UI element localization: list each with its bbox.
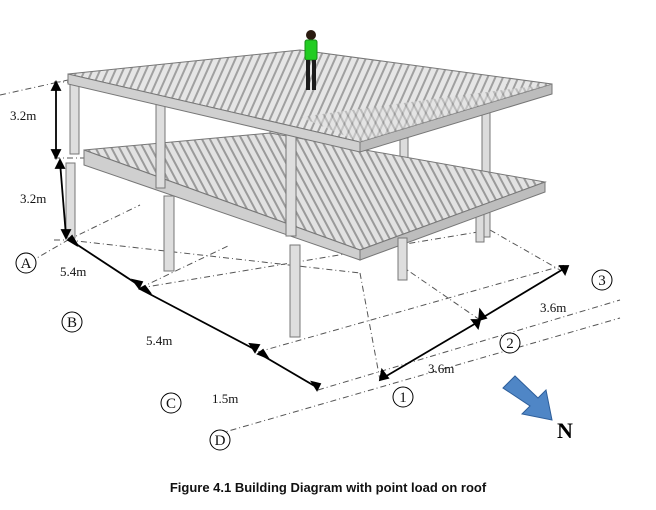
dim-bay-cd: 1.5m xyxy=(212,391,238,406)
grid-bubble-3: 3 xyxy=(591,269,613,291)
north-label: N xyxy=(557,418,573,443)
dim-bay-23: 3.6m xyxy=(540,300,566,315)
svg-text:2: 2 xyxy=(506,336,514,352)
grid-lines xyxy=(0,79,621,435)
person-point-load xyxy=(304,30,318,90)
columns-ground xyxy=(65,162,408,338)
figure-caption: Figure 4.1 Building Diagram with point l… xyxy=(169,480,487,495)
svg-text:3: 3 xyxy=(598,273,606,289)
svg-text:A: A xyxy=(21,256,32,272)
svg-text:B: B xyxy=(67,315,77,331)
dim-bay-12: 3.6m xyxy=(428,361,454,376)
dim-floor-height: 3.2m xyxy=(20,191,46,206)
grid-bubble-a: A xyxy=(15,252,37,274)
grid-bubble-2: 2 xyxy=(499,332,521,354)
dim-bay-bc: 5.4m xyxy=(146,333,172,348)
dim-bay-ab: 5.4m xyxy=(60,264,86,279)
dimension-lines xyxy=(50,79,570,392)
grid-bubble-d: D xyxy=(209,429,231,451)
svg-text:C: C xyxy=(166,396,176,412)
roof-deck xyxy=(67,49,553,153)
grid-bubble-1: 1 xyxy=(392,386,414,408)
north-arrow-icon xyxy=(502,375,553,421)
svg-text:D: D xyxy=(215,433,226,449)
dim-roof-height: 3.2m xyxy=(10,108,36,123)
grid-bubble-c: C xyxy=(160,392,182,414)
svg-text:1: 1 xyxy=(399,390,407,406)
grid-bubble-b: B xyxy=(61,311,83,333)
